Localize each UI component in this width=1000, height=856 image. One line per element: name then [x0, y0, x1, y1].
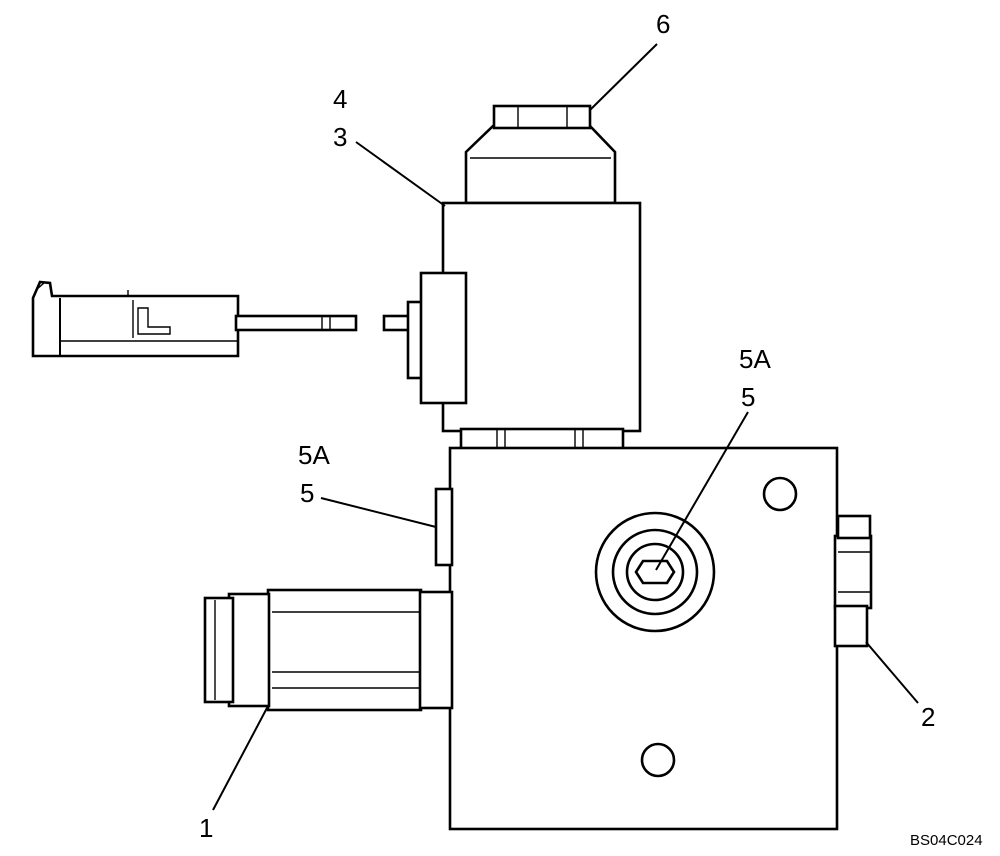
mounting-hole-lower: [640, 742, 676, 778]
callout-4: 4: [333, 84, 347, 114]
leader-line-3: [355, 141, 446, 207]
callout-2: 2: [921, 702, 935, 732]
callout-3: 3: [333, 122, 347, 152]
callout-1: 1: [199, 813, 213, 843]
electrical-connector: [31, 280, 358, 358]
leader-line-6: [589, 43, 658, 111]
solenoid-plug-pin: [382, 300, 426, 380]
mounting-hole-upper: [762, 476, 798, 512]
callout-5a-right: 5A: [739, 344, 771, 374]
leader-line-1: [212, 705, 269, 811]
callout-5-left: 5: [300, 478, 314, 508]
front-port-plug: [594, 511, 716, 633]
solenoid-coil: [419, 201, 642, 433]
cartridge-valve: [203, 588, 454, 712]
callout-6: 6: [656, 9, 670, 39]
callout-5-right: 5: [741, 382, 755, 412]
right-side-fitting: [833, 514, 873, 648]
leader-line-5-left: [320, 497, 437, 528]
figure-reference-code: BS04C024: [910, 832, 983, 849]
leader-line-5-right: [655, 411, 749, 571]
callout-5a-left: 5A: [298, 440, 330, 470]
leader-line-2: [865, 641, 919, 704]
left-port-plug: [434, 487, 454, 567]
solenoid-top-nut: [464, 104, 617, 205]
